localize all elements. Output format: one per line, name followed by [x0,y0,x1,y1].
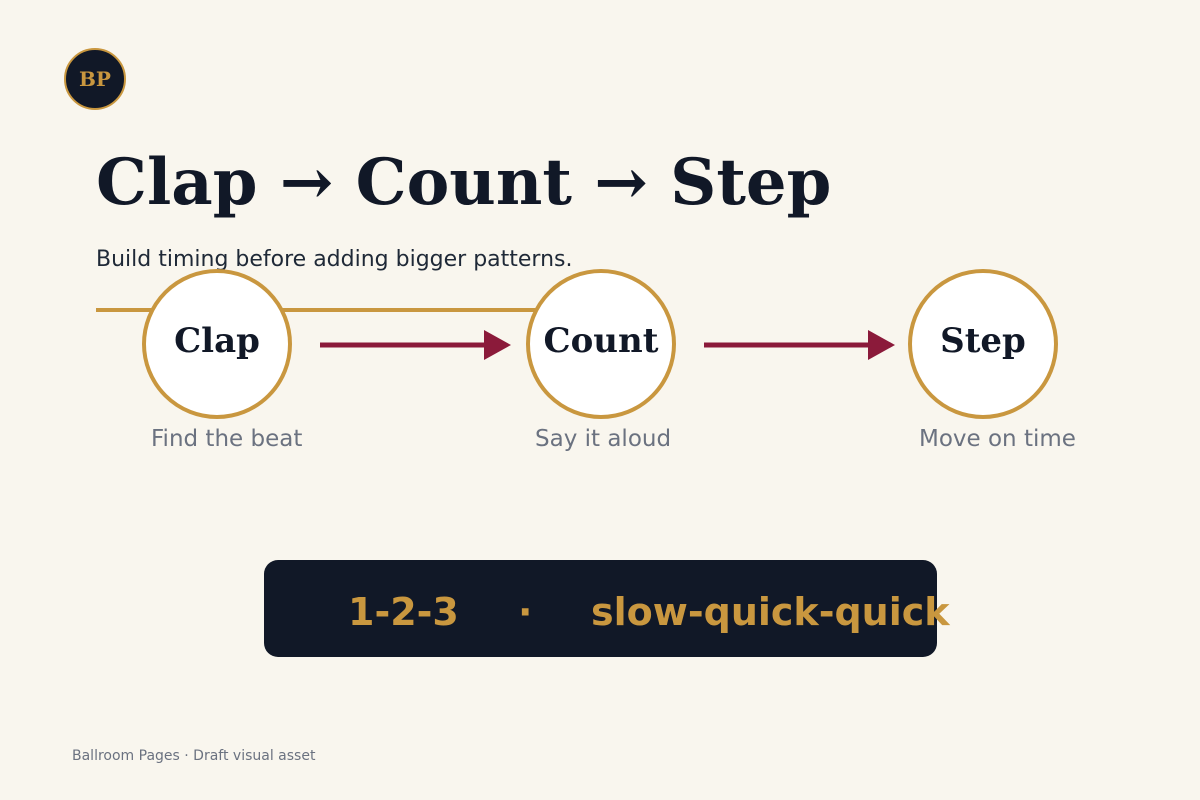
page-title: Clap → Count → Step [96,145,832,220]
step-label-clap: Clap [174,321,260,361]
logo-badge: BP [64,48,126,110]
step-caption-clap: Find the beat [151,426,303,452]
rhythm-count: 1-2-3 [348,590,459,634]
step-node-count: Count [526,269,676,419]
page-subtitle: Build timing before adding bigger patter… [96,247,573,272]
rhythm-separator: · [518,590,533,634]
footer-note: Ballroom Pages · Draft visual asset [72,748,316,764]
title-accent-line [96,308,540,312]
arrow-right-icon [704,330,895,360]
step-caption-step: Move on time [919,426,1076,452]
rhythm-banner [264,560,937,657]
step-caption-count: Say it aloud [535,426,672,452]
arrow-right-icon [320,330,511,360]
step-label-count: Count [543,321,659,361]
logo-text: BP [79,67,111,91]
step-node-step: Step [908,269,1058,419]
step-node-clap: Clap [142,269,292,419]
step-label-step: Step [940,321,1026,361]
rhythm-pattern: slow-quick-quick [591,590,950,634]
